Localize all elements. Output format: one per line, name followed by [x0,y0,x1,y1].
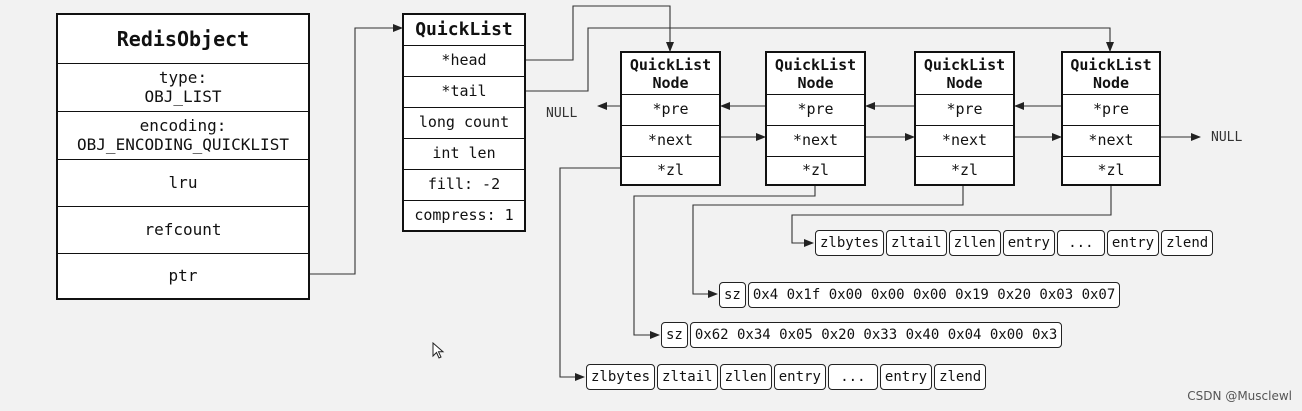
ziplist-cell: entry [879,364,933,390]
ziplist-bottom: zlbytes zltail zllen entry ... entry zle… [586,364,987,390]
node-title: QuickList Node [916,53,1013,94]
ziplist-cell: zltail [657,364,718,390]
ziplist-cell: zlbytes [586,364,656,390]
node-pre: *pre [916,94,1013,125]
quicklist-fill: fill: -2 [404,169,524,200]
arrow-zl-node4 [791,186,1112,247]
ziplist-cell: ... [1056,230,1105,256]
node-title-line2: Node [946,73,983,92]
node-pre: *pre [622,94,719,125]
quicklist-title: QuickList [415,18,513,40]
node-zl: *zl [767,156,864,184]
quicklist-compress: compress: 1 [404,200,524,230]
node-pre: *pre [1063,94,1159,125]
arrow-zl-node3 [692,186,964,298]
encoding-value: OBJ_ENCODING_QUICKLIST [77,134,289,154]
quicklist-tail: *tail [404,76,524,107]
compressed-bytes: 0x62 0x34 0x05 0x20 0x33 0x40 0x04 0x00 … [689,322,1063,348]
redis-object-box: RedisObject type: OBJ_LIST encoding: OBJ… [56,13,310,300]
quicklist-head: *head [404,45,524,76]
node-title-line2: Node [1092,73,1130,92]
ziplist-cell: zllen [948,230,1001,256]
lru-field: lru [58,159,308,206]
ziplist-cell: zlend [934,364,987,390]
ziplist-cell: zlbytes [815,230,885,256]
ptr-field: ptr [58,253,308,298]
arrow-ptr-to-quicklist [310,24,403,275]
compressed-sz: sz [719,282,746,308]
ziplist-cell: entry [1002,230,1055,256]
ziplist-cell: entry [773,364,826,390]
node-next: *next [622,125,719,156]
node-title: QuickList Node [622,53,719,94]
encoding-field: encoding: OBJ_ENCODING_QUICKLIST [58,111,308,159]
type-label: type: [158,68,208,88]
node-title: QuickList Node [767,53,864,94]
ziplist-cell: zllen [719,364,772,390]
node-title-line1: QuickList [923,55,1006,74]
node-next: *next [767,125,864,156]
quicklist-node-2: QuickList Node *pre *next *zl [765,51,866,186]
watermark: CSDN @Musclewl [1187,389,1292,403]
node-title-line2: Node [797,73,834,92]
mouse-cursor-icon [432,342,445,359]
encoding-label: encoding: [139,116,227,136]
quicklist-box: QuickList *head *tail long count int len… [402,13,526,232]
arrow-zl-node1 [559,167,670,381]
node-title-line1: QuickList [629,55,712,74]
compressed-bytes: 0x4 0x1f 0x00 0x00 0x00 0x19 0x20 0x03 0… [747,282,1121,308]
arrow-tail-to-node4 [526,27,1114,92]
compressed-sz: sz [661,322,688,348]
refcount-field: refcount [58,206,308,253]
null-right-label: NULL [1211,130,1243,145]
node-next: *next [916,125,1013,156]
compressed-node-2: sz 0x62 0x34 0x05 0x20 0x33 0x40 0x04 0x… [661,322,1063,348]
arrow-zl-node2 [633,186,816,339]
ziplist-cell: zlend [1161,230,1214,256]
node-zl: *zl [1063,156,1159,184]
null-left-label: NULL [546,106,578,121]
quicklist-len: int len [404,138,524,169]
node-zl: *zl [622,156,719,184]
node-pre: *pre [767,94,864,125]
ziplist-cell: ... [827,364,878,390]
ziplist-top: zlbytes zltail zllen entry ... entry zle… [815,230,1214,256]
redis-object-title: RedisObject [116,26,250,51]
node-zl: *zl [916,156,1013,184]
ziplist-cell: entry [1106,230,1160,256]
compressed-node-1: sz 0x4 0x1f 0x00 0x00 0x00 0x19 0x20 0x0… [719,282,1121,308]
node-title-line2: Node [652,73,689,92]
quicklist-node-1: QuickList Node *pre *next *zl [620,51,721,186]
quicklist-count: long count [404,107,524,138]
type-field: type: OBJ_LIST [58,63,308,111]
quicklist-node-4: QuickList Node *pre *next *zl [1061,51,1161,186]
quicklist-node-3: QuickList Node *pre *next *zl [914,51,1015,186]
node-title-line1: QuickList [1070,55,1152,74]
node-title-line1: QuickList [774,55,857,74]
arrow-head-to-node1 [526,5,674,61]
type-value: OBJ_LIST [144,86,222,106]
node-title: QuickList Node [1063,53,1159,94]
ziplist-cell: zltail [886,230,947,256]
node-next: *next [1063,125,1159,156]
